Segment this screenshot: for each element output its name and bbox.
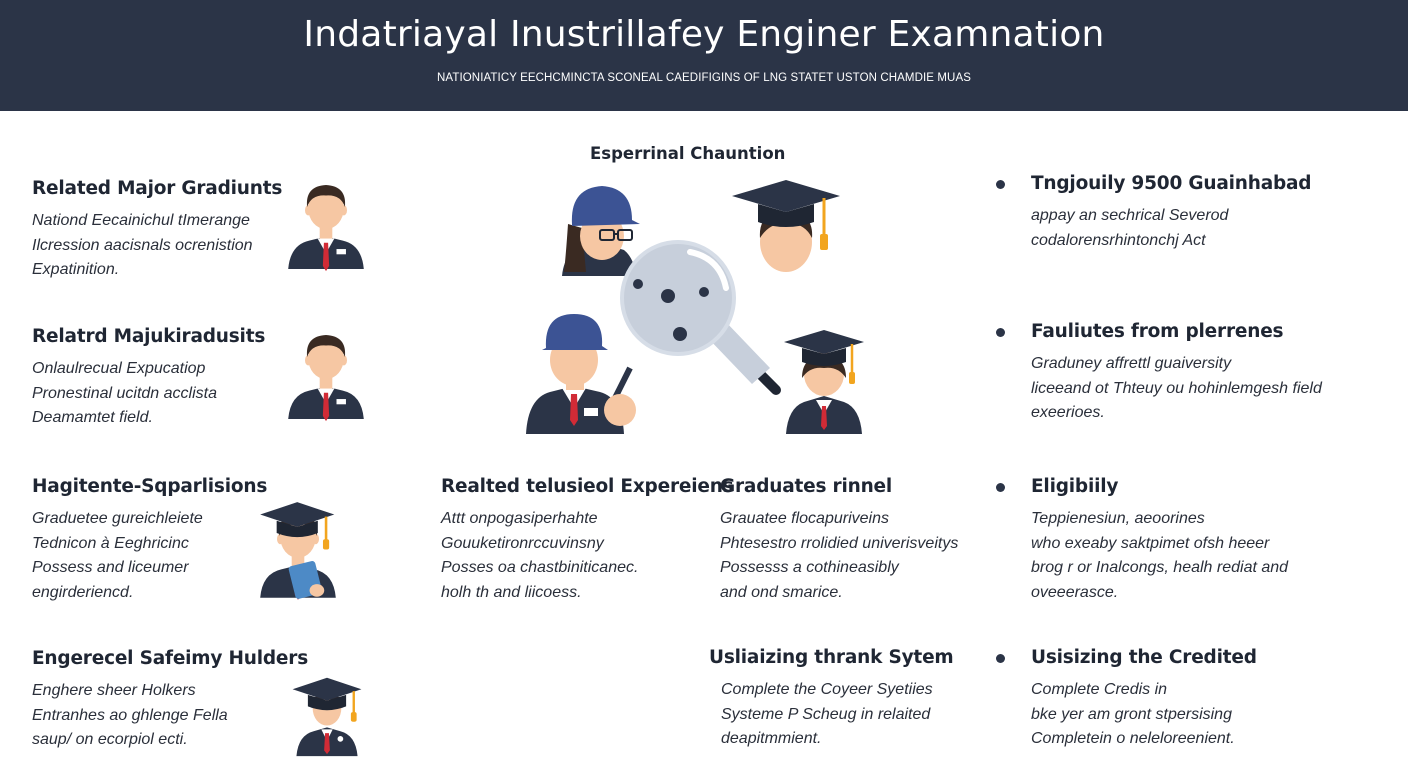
right-block-2: Fauliutes from plerrenes Graduney affret… <box>1031 321 1322 426</box>
bullet-dot <box>996 328 1005 337</box>
right-block-2-title: Fauliutes from plerrenes <box>1031 321 1284 342</box>
middle-block-3: Usliaizing thrank Sytem Complete the Coy… <box>709 647 954 752</box>
right-block-1: Tngjouily 9500 Guainhabad appay an sechr… <box>1031 173 1312 253</box>
bullet-dot <box>996 483 1005 492</box>
left-block-4-title: Engerecel Safeimy Hulders <box>32 648 309 669</box>
middle-block-1-line-1: Attt onpogasiperhahte <box>441 510 598 527</box>
left-block-3-line-3: Possess and liceumer <box>32 559 189 576</box>
left-block-2: Relatrd Majukiradusits Onlaulrecual Expu… <box>32 326 265 431</box>
right-block-4-line-1: Complete Credis in <box>1031 681 1168 698</box>
right-block-4: Usisizing the Credited Complete Credis i… <box>1031 647 1257 752</box>
header-banner: Indatriayal Inustrillafey Enginer Examna… <box>0 0 1408 111</box>
left-block-2-line-2: Pronestinal ucitdn acclista <box>32 384 217 402</box>
middle-block-1-title: Realted telusieol Expereiens <box>441 476 734 497</box>
graduate-female-icon <box>784 330 864 434</box>
middle-block-2-line-3: Possesss a cothineasibly <box>720 559 899 576</box>
left-block-4-line-2: Entranhes ao ghlenge Fella <box>32 706 228 724</box>
right-block-2-line-1: Graduney affrettl guaiversity <box>1031 355 1232 372</box>
center-illustration-label: Esperrinal Chauntion <box>590 144 786 163</box>
middle-block-1-line-4: holh th and liicoess. <box>441 583 582 601</box>
magnifying-glass-icon <box>620 240 781 395</box>
left-block-2-line-3: Deamamtet field. <box>32 409 153 426</box>
page-title: Indatriayal Inustrillafey Enginer Examna… <box>303 14 1105 55</box>
middle-block-2-line-2: Phtesestro rrolidied univerisveitys <box>720 534 959 552</box>
middle-block-3-title: Usliaizing thrank Sytem <box>709 647 954 668</box>
left-block-4-line-1: Enghere sheer Holkers <box>32 682 196 699</box>
left-block-1-line-1: Nationd Eecainichul tImerange <box>32 212 250 229</box>
middle-block-3-line-1: Complete the Coyeer Syetiies <box>721 681 933 698</box>
left-block-4: Engerecel Safeimy Hulders Enghere sheer … <box>32 648 308 753</box>
right-block-1-line-2: codalorensrhintonchj Act <box>1031 231 1206 249</box>
right-block-2-line-3: exeerioes. <box>1031 404 1105 421</box>
middle-block-2-line-1: Grauatee flocapuriveins <box>720 510 889 527</box>
left-block-1-title: Related Major Gradiunts <box>32 178 283 199</box>
graduate-female-icon <box>291 676 363 757</box>
left-block-1-line-3: Expatinition. <box>32 261 120 278</box>
middle-block-3-line-3: deapitmmient. <box>721 730 822 747</box>
left-block-3-line-1: Graduetee gureichleiete <box>32 510 203 527</box>
middle-block-2: Graduates rinnel Grauatee flocapuriveins… <box>720 476 958 605</box>
bullet-dot <box>996 654 1005 663</box>
middle-block-1: Realted telusieol Expereiens Attt onpoga… <box>441 476 734 605</box>
businessman-icon <box>288 185 364 272</box>
right-block-1-line-1: appay an sechrical Severod <box>1031 207 1229 224</box>
businessman-icon <box>288 335 364 422</box>
page-subtitle: NATIONIATICY EECHCMINCTA SCONEAL CAEDIFI… <box>437 72 971 84</box>
right-block-2-line-2: liceeand ot Thteuy ou hohinlemgesh field <box>1031 379 1322 397</box>
worker-with-glasses-icon <box>562 186 640 276</box>
right-block-3-title: Eligibiily <box>1031 476 1119 497</box>
right-block-4-title: Usisizing the Credited <box>1031 647 1257 668</box>
graduate-cap-icon <box>732 180 840 272</box>
right-block-1-title: Tngjouily 9500 Guainhabad <box>1031 173 1312 194</box>
left-block-3-title: Hagitente-Sqparlisions <box>32 476 268 497</box>
left-block-3: Hagitente-Sqparlisions Graduetee gureich… <box>32 476 267 605</box>
right-block-3-line-4: oveeerasce. <box>1031 583 1119 601</box>
left-block-2-line-1: Onlaulrecual Expucatiop <box>32 360 206 377</box>
right-block-4-line-2: bke yer am gront stpersising <box>1031 705 1232 723</box>
middle-block-2-line-4: and ond smarice. <box>720 583 843 601</box>
left-block-3-line-2: Tednicon à Eeghricinc <box>32 534 189 552</box>
right-block-3-line-1: Teppienesiun, aeoorines <box>1031 510 1205 527</box>
left-block-4-line-3: saup/ on ecorpiol ecti. <box>32 731 188 748</box>
right-block-3: Eligibiily Teppienesiun, aeoorines who e… <box>1031 476 1288 605</box>
left-block-3-line-4: engirderiencd. <box>32 583 134 601</box>
left-block-2-title: Relatrd Majukiradusits <box>32 326 266 347</box>
right-block-4-line-3: Completein o neleloreenient. <box>1031 730 1235 747</box>
worker-helmet-icon <box>526 314 636 434</box>
middle-block-2-title: Graduates rinnel <box>720 476 893 497</box>
right-block-3-line-3: brog r or Inalcongs, healh rediat and <box>1031 559 1289 576</box>
left-block-1-line-2: Ilcression aacisnals ocrenistion <box>32 236 253 254</box>
bullet-dot <box>996 180 1005 189</box>
left-block-1: Related Major Gradiunts Nationd Eecainic… <box>32 178 282 283</box>
middle-block-3-line-2: Systeme P Scheug in relaited <box>721 705 931 723</box>
middle-block-1-line-2: Gouuketironrccuvinsny <box>441 534 604 552</box>
right-block-3-line-2: who exeaby saktpimet ofsh heeer <box>1031 534 1270 552</box>
graduate-with-book-icon <box>258 500 336 600</box>
middle-block-1-line-3: Posses oa chastbiniticanec. <box>441 559 639 576</box>
